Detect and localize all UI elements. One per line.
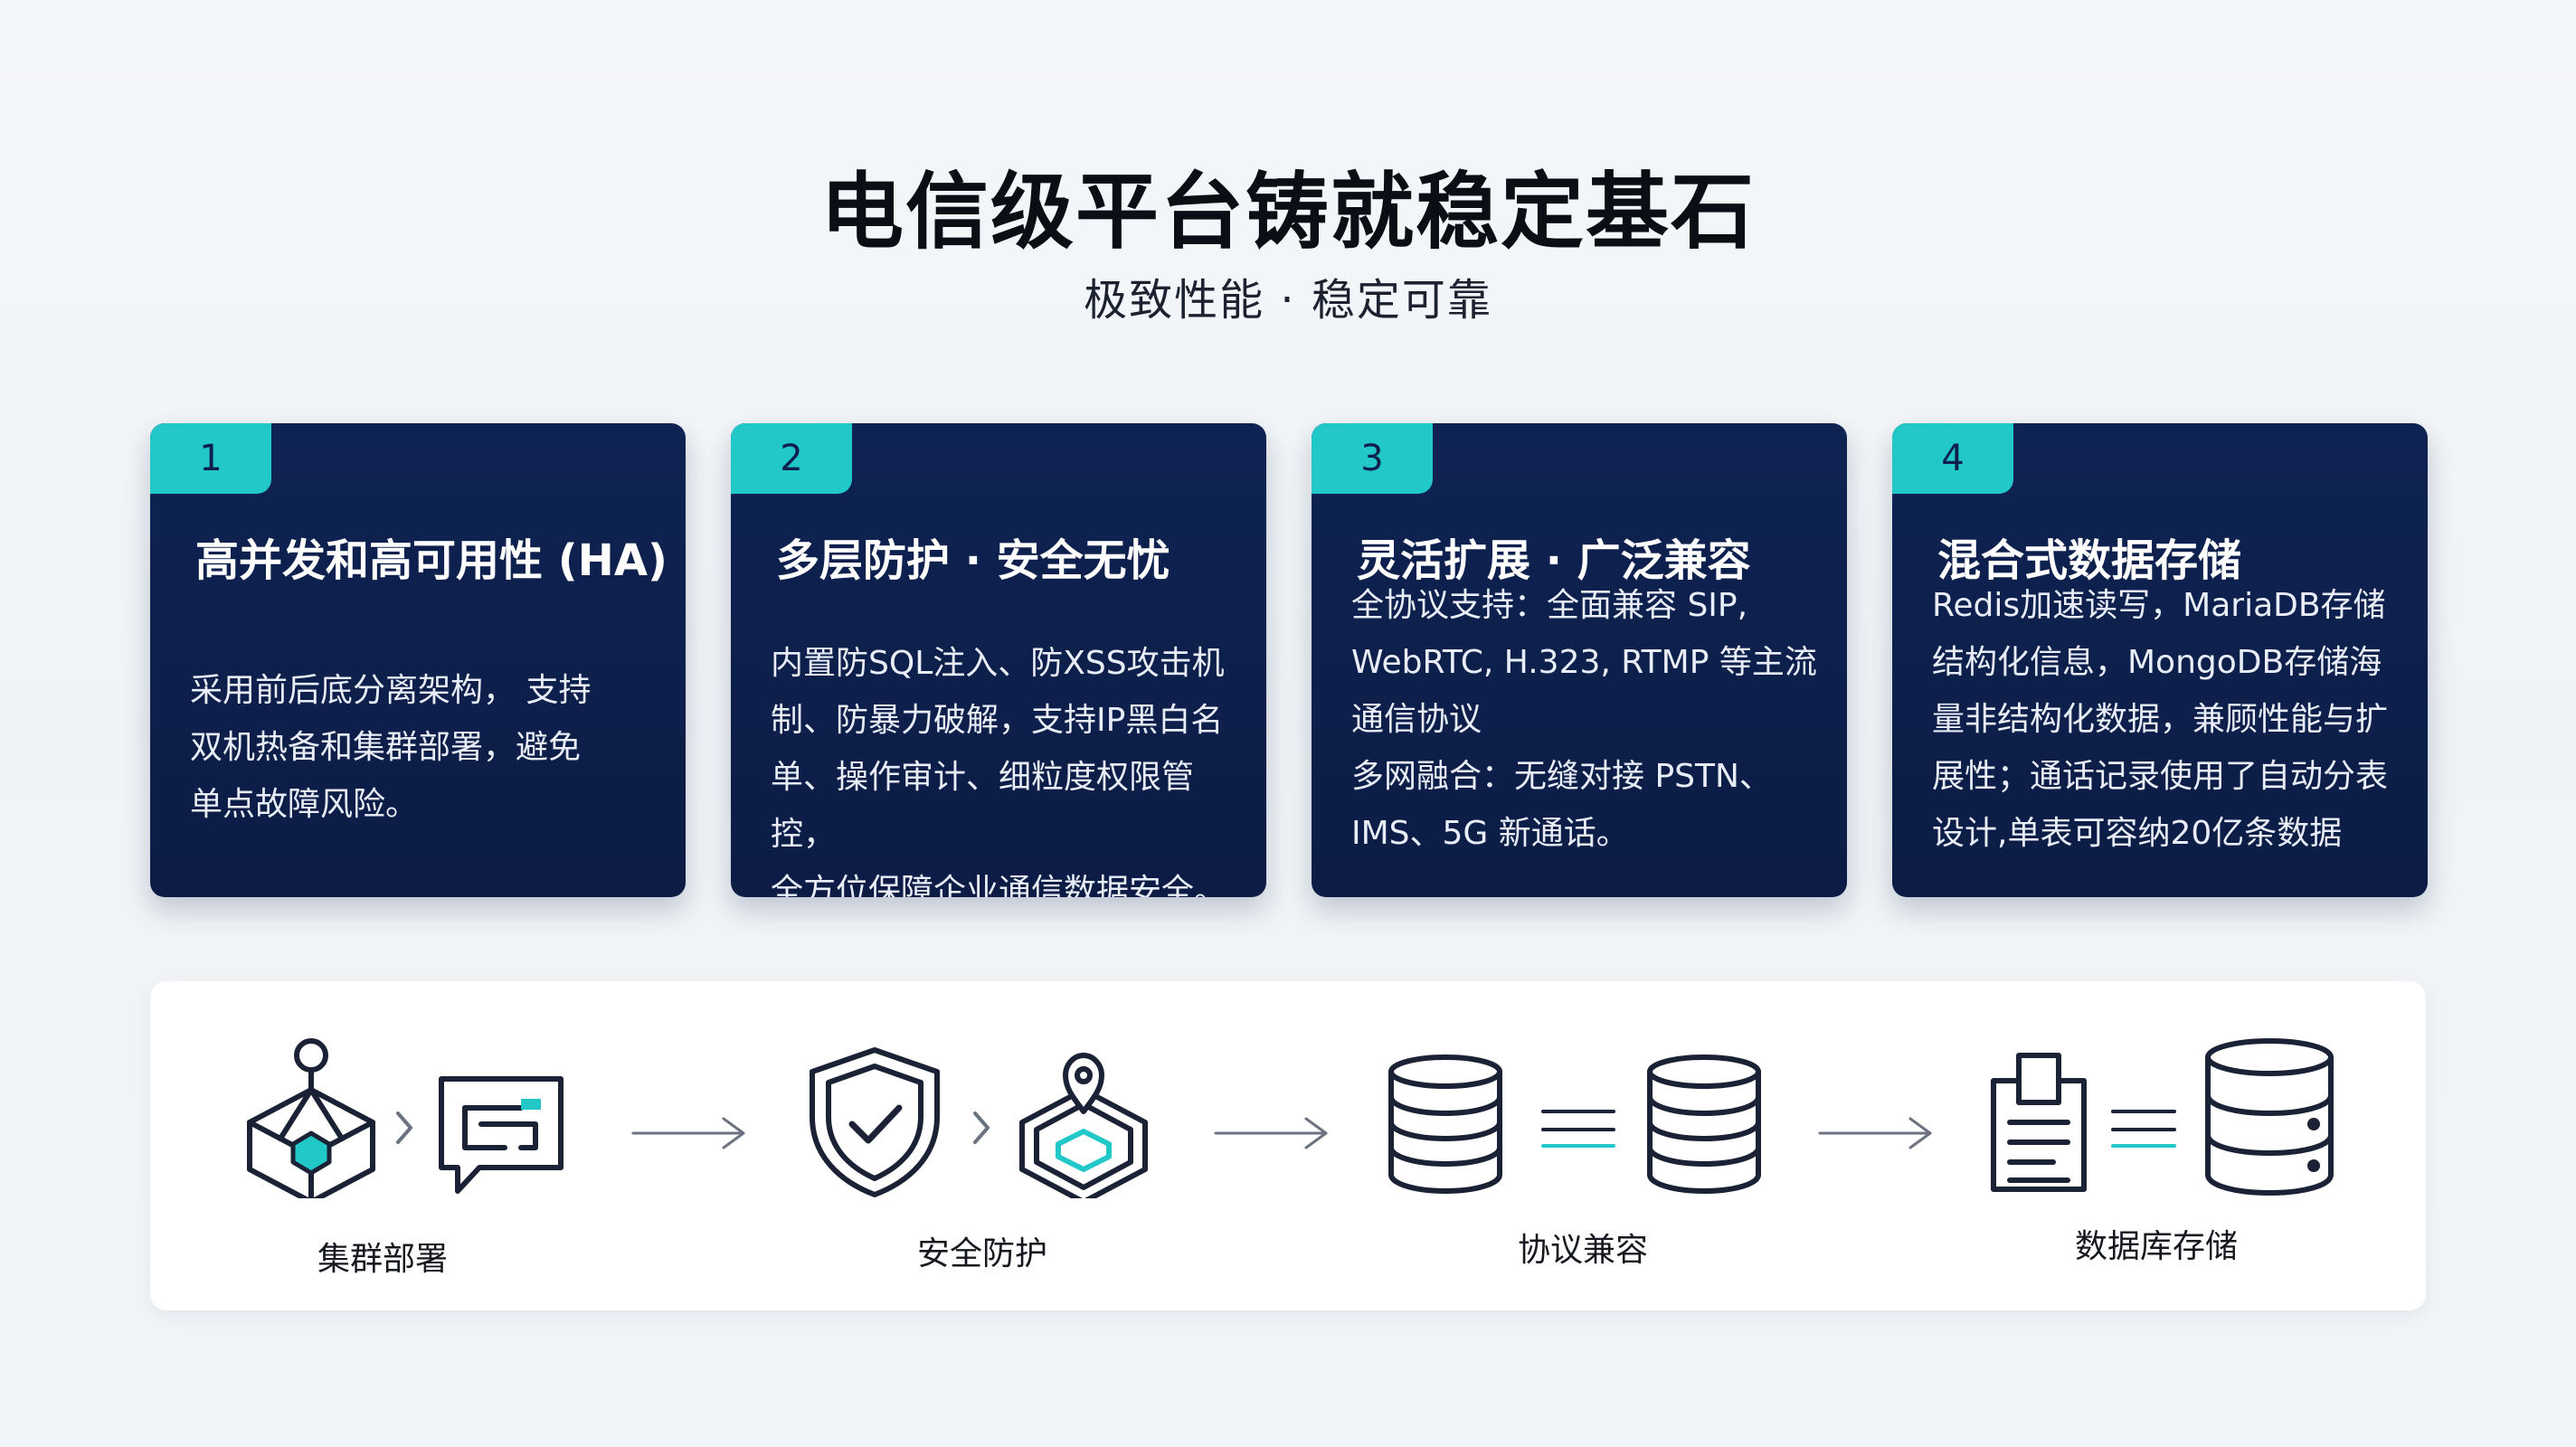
card-text-line: 双机热备和集群部署，避免 [190, 729, 582, 766]
card-title: 灵活扩展 · 广泛兼容 [1357, 535, 1751, 586]
page-subtitle: 极致性能 · 稳定可靠 [1084, 275, 1492, 326]
card-title: 高并发和高可用性 (HA) [195, 535, 668, 586]
card-text-line: Redis加速读写，MariaDB存储 [1932, 587, 2386, 624]
card-text-line: 结构化信息，MongoDB存储海 [1932, 644, 2382, 681]
card-number-badge: 3 [1312, 423, 1433, 494]
card-text-line: WebRTC, H.323, RTMP 等主流 [1351, 644, 1817, 681]
card-text-line: 采用前后底分离架构， 支持 [190, 672, 592, 709]
card-text-line: 展性；通话记录使用了自动分表 [1932, 758, 2389, 795]
card-number-badge: 1 [150, 423, 271, 494]
card-title: 混合式数据存储 [1937, 535, 2242, 586]
card-text-line: IMS、5G 新通话。 [1351, 815, 1629, 852]
card-text-line: 全方位保障企业通信数据安全。 [771, 873, 1227, 897]
card-text-line: 制、防暴力破解，支持IP黑白名 [771, 702, 1224, 739]
arrow-right-icon [631, 1117, 745, 1149]
card-body: 采用前后底分离架构， 支持 双机热备和集群部署，避免 单点故障风险。 [190, 662, 669, 833]
database-icon [1388, 1055, 1502, 1194]
card-body: Redis加速读写，MariaDB存储 结构化信息，MongoDB存储海 量非结… [1932, 577, 2411, 862]
feature-card-3: 3 灵活扩展 · 广泛兼容 全协议支持：全面兼容 SIP, WebRTC, H.… [1312, 423, 1847, 897]
card-text-line: 设计,单表可容纳20亿条数据 [1932, 815, 2343, 852]
card-text-line: 多网融合：无缝对接 PSTN、 [1351, 758, 1772, 795]
flow-label-database: 数据库存储 [2074, 1228, 2239, 1265]
card-text-line: 单、操作审计、细粒度权限管控， [771, 759, 1195, 853]
cluster-cube-icon [247, 1038, 375, 1198]
equals-icon [2111, 1110, 2176, 1148]
card-title: 多层防护 · 安全无忧 [776, 535, 1170, 586]
chat-screen-icon [439, 1076, 564, 1194]
card-body: 内置防SQL注入、防XSS攻击机 制、防暴力破解，支持IP黑白名 单、操作审计、… [771, 635, 1250, 897]
feature-card-1: 1 高并发和高可用性 (HA) 采用前后底分离架构， 支持 双机热备和集群部署，… [150, 423, 686, 897]
card-body: 全协议支持：全面兼容 SIP, WebRTC, H.323, RTMP 等主流 … [1351, 577, 1831, 862]
flow-label-security: 安全防护 [916, 1235, 1048, 1272]
chevron-right-icon [973, 1111, 990, 1144]
flow-label-cluster: 集群部署 [317, 1241, 449, 1278]
chevron-right-icon [396, 1111, 412, 1144]
card-text-line: 通信协议 [1351, 701, 1482, 738]
card-number-badge: 2 [731, 423, 852, 494]
card-text-line: 量非结构化数据，兼顾性能与扩 [1932, 701, 2389, 738]
card-text-line: 全协议支持：全面兼容 SIP, [1351, 587, 1748, 624]
flow-panel: 集群部署 安全防护 [150, 981, 2426, 1310]
card-number-badge: 4 [1892, 423, 2013, 494]
location-cube-icon [1019, 1053, 1148, 1198]
equals-icon [1541, 1110, 1615, 1148]
database-icon [1647, 1055, 1761, 1194]
database-icon [2205, 1038, 2334, 1196]
arrow-right-icon [1818, 1117, 1932, 1149]
shield-check-icon [810, 1047, 940, 1197]
feature-card-4: 4 混合式数据存储 Redis加速读写，MariaDB存储 结构化信息，Mong… [1892, 423, 2428, 897]
flow-label-protocol: 协议兼容 [1517, 1232, 1649, 1269]
page-title: 电信级平台铸就稳定基石 [819, 164, 1756, 260]
feature-card-2: 2 多层防护 · 安全无忧 内置防SQL注入、防XSS攻击机 制、防暴力破解，支… [731, 423, 1266, 897]
arrow-right-icon [1214, 1117, 1328, 1149]
document-icon [1991, 1053, 2087, 1192]
card-text-line: 内置防SQL注入、防XSS攻击机 [771, 645, 1225, 682]
card-text-line: 单点故障风险。 [190, 786, 419, 823]
